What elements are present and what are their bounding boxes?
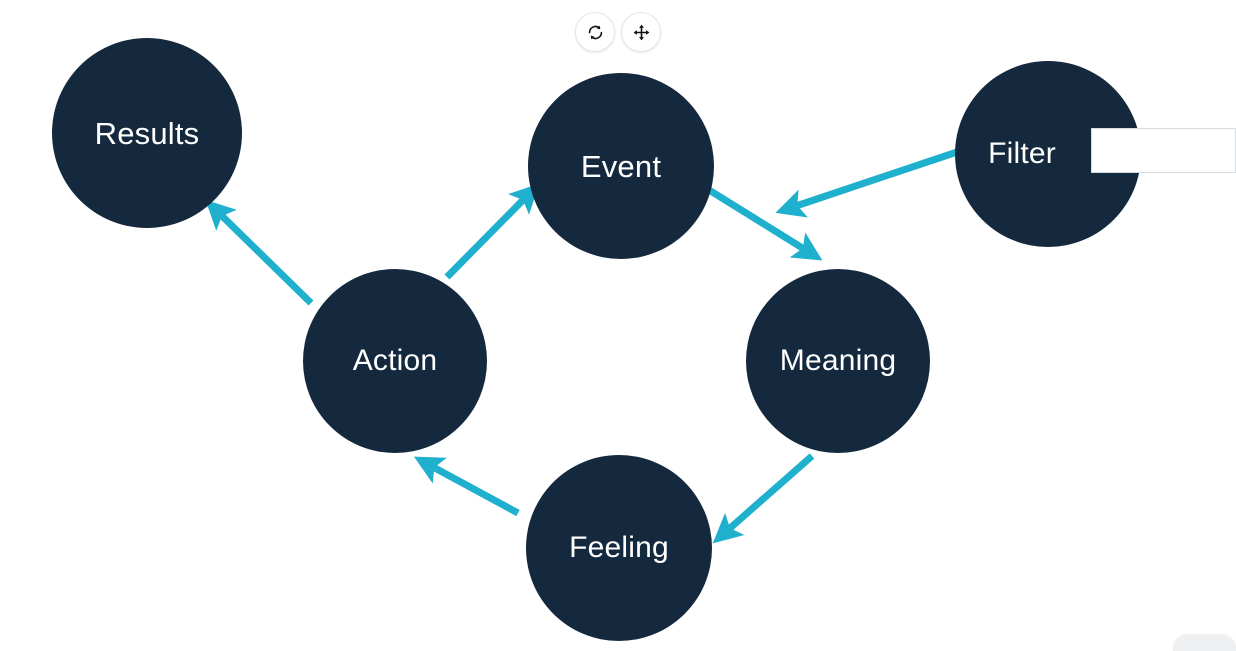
node-label-filter: Filter <box>988 137 1056 170</box>
node-label-action: Action <box>352 344 438 377</box>
node-label-feeling: Feeling <box>569 531 669 564</box>
node-label-event: Event <box>580 148 662 184</box>
reset-view-button[interactable] <box>575 12 615 52</box>
node-feeling[interactable]: Feeling <box>526 455 712 641</box>
edge-event-to-meaning <box>707 187 823 261</box>
edge-feeling-to-action <box>413 456 520 517</box>
diagram-toolbar <box>575 12 661 52</box>
refresh-icon <box>586 23 605 42</box>
node-meaning[interactable]: Meaning <box>746 269 930 453</box>
node-label-results: Results <box>94 115 200 151</box>
corner-panel[interactable] <box>1173 634 1236 651</box>
filter-overlay-panel[interactable] <box>1091 128 1236 173</box>
node-event[interactable]: Event <box>528 73 714 259</box>
edge-meaning-to-feeling <box>712 453 815 544</box>
node-results[interactable]: Results <box>52 38 242 228</box>
edge-action-to-results <box>205 199 314 306</box>
node-action[interactable]: Action <box>303 269 487 453</box>
edge-action-to-event <box>444 183 540 280</box>
node-label-meaning: Meaning <box>779 344 897 377</box>
edge-filter-to-meaning <box>775 148 959 218</box>
pan-tool-button[interactable] <box>621 12 661 52</box>
move-icon <box>632 23 651 42</box>
